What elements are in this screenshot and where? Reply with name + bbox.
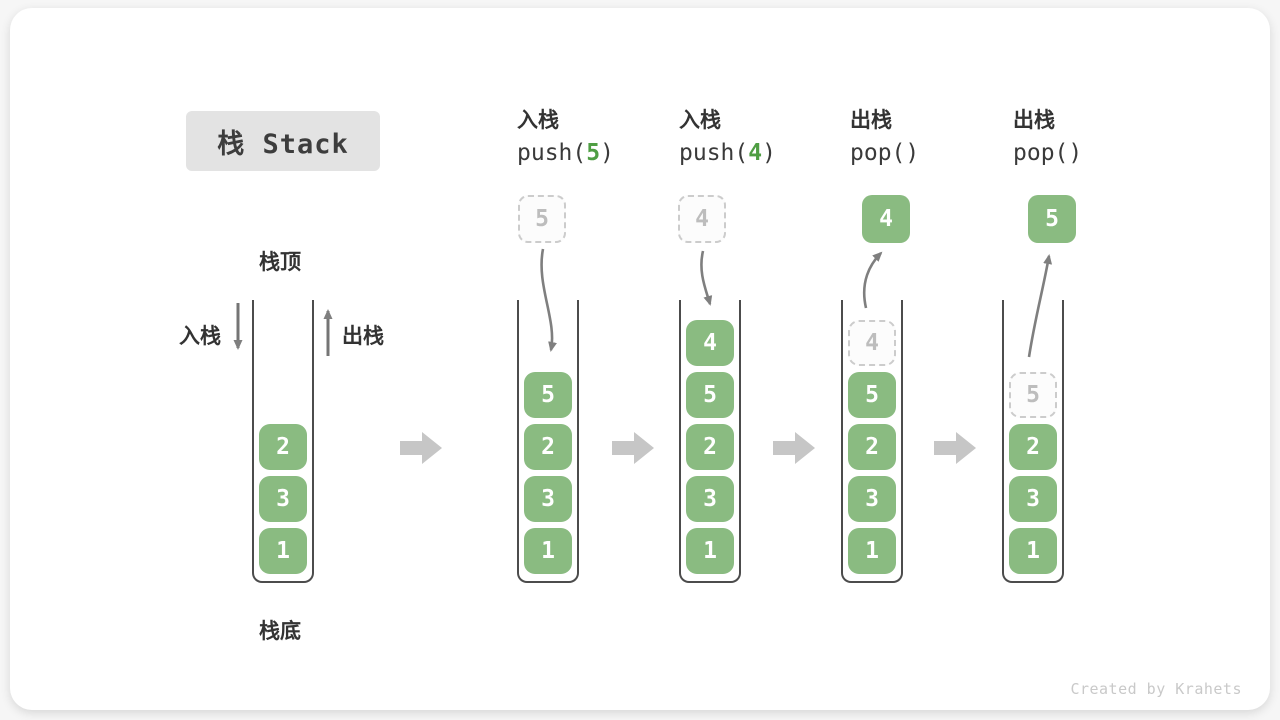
stack-item: 5 [848,372,896,418]
stack-item: 3 [259,476,307,522]
stack-item: 2 [686,424,734,470]
stack-well [679,300,741,583]
stack-item: 1 [259,528,307,574]
popped-value-box: 5 [1028,195,1076,243]
incoming-value-box: 4 [678,195,726,243]
stack-item-ghost: 4 [848,320,896,366]
stack-column-push4: 入栈 push(4) 4 4 5 2 3 1 [678,0,776,720]
step-name: 出栈 [850,108,892,132]
stack-item: 5 [686,372,734,418]
stack-well [841,300,903,583]
stack-item: 1 [1009,528,1057,574]
step-header: 入栈 push(5) [517,107,614,166]
pushed-value: 4 [748,140,763,166]
stack-column-initial: 2 3 1 [252,0,314,720]
step-code: pop() [1013,140,1083,166]
step-name: 入栈 [679,108,721,132]
push-side-label: 入栈 [179,324,221,348]
pushed-value: 5 [586,140,601,166]
stack-item: 1 [686,528,734,574]
stack-item: 2 [524,424,572,470]
stack-item: 3 [524,476,572,522]
incoming-value-box: 5 [518,195,566,243]
stack-item: 2 [259,424,307,470]
stack-item: 3 [848,476,896,522]
step-code: pop() [850,140,920,166]
stack-well [252,300,314,583]
stack-bottom-label: 栈底 [259,619,301,643]
stack-column-pop4: 出栈 pop() 4 4 5 2 3 1 [841,0,919,720]
stack-column-pop5: 出栈 pop() 5 5 2 3 1 [1002,0,1082,720]
diagram-title: 栈 Stack [186,111,380,171]
stack-top-label: 栈顶 [259,250,301,274]
step-header: 出栈 pop() [850,107,919,166]
stack-well [517,300,579,583]
stack-item: 3 [686,476,734,522]
stack-item: 2 [1009,424,1057,470]
stack-well [1002,300,1064,583]
step-header: 入栈 push(4) [679,107,776,166]
stack-column-push5: 入栈 push(5) 5 5 2 3 1 [517,0,614,720]
popped-value-box: 4 [862,195,910,243]
stack-item: 3 [1009,476,1057,522]
stack-item: 2 [848,424,896,470]
stack-item-ghost: 5 [1009,372,1057,418]
step-code: push(4) [679,140,776,166]
step-name: 入栈 [517,108,559,132]
stack-item: 4 [686,320,734,366]
step-header: 出栈 pop() [1013,107,1082,166]
stack-item: 5 [524,372,572,418]
step-name: 出栈 [1013,108,1055,132]
step-code: push(5) [517,140,614,166]
stack-item: 1 [524,528,572,574]
stack-item: 1 [848,528,896,574]
pop-side-label: 出栈 [342,324,384,348]
watermark: Created by Krahets [1070,680,1242,698]
